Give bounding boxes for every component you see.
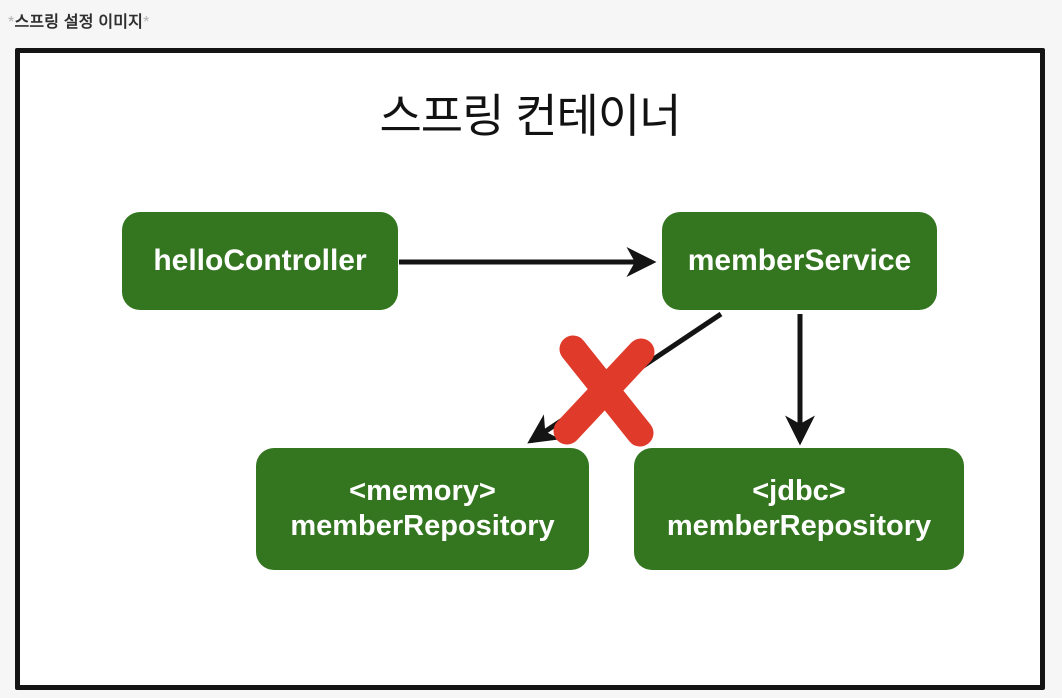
- caption-prefix-asterisk: *: [8, 14, 15, 31]
- caption: *스프링 설정 이미지*: [8, 8, 150, 32]
- node-member-service-label: memberService: [687, 244, 912, 277]
- node-memory-member-repository-line2: memberRepository: [290, 510, 555, 542]
- node-memory-member-repository: <memory> memberRepository: [256, 448, 589, 570]
- node-member-service: memberService: [662, 212, 937, 310]
- node-hello-controller-label: helloController: [153, 244, 367, 277]
- node-hello-controller: helloController: [122, 212, 398, 310]
- caption-suffix-asterisk: *: [143, 14, 150, 31]
- node-jdbc-member-repository-line1: <jdbc>: [752, 474, 846, 507]
- diagram-title: 스프링 컨테이너: [379, 90, 681, 142]
- node-jdbc-member-repository: <jdbc> memberRepository: [634, 448, 964, 570]
- caption-text: 스프링 설정 이미지: [14, 14, 144, 31]
- node-jdbc-member-repository-line2: memberRepository: [666, 510, 932, 542]
- node-memory-member-repository-line1: <memory>: [349, 474, 496, 507]
